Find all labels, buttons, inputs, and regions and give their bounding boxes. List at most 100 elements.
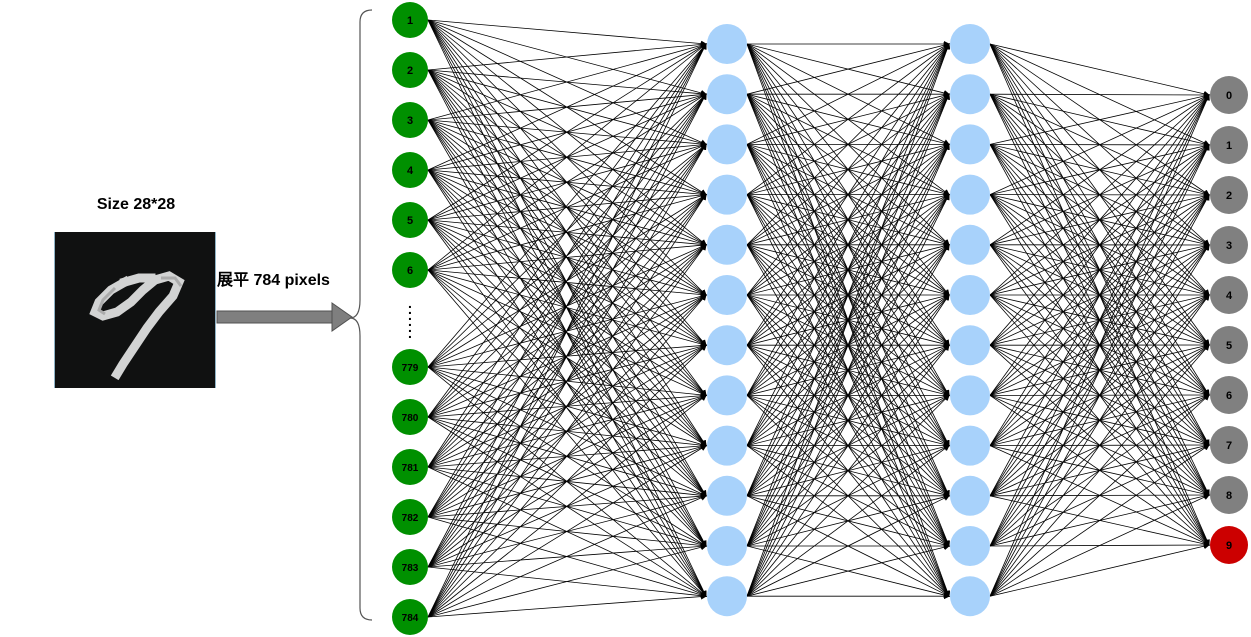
- input-node: 784: [392, 599, 428, 635]
- connection-hidden1-hidden2: [746, 43, 950, 195]
- connection-hidden1-hidden2: [746, 193, 950, 597]
- connection-input-hidden1: [427, 269, 707, 397]
- connection-hidden2-output: [989, 94, 1210, 446]
- connection-input-hidden1: [427, 269, 707, 447]
- input-node-circle: [392, 449, 428, 485]
- connection-hidden1-hidden2: [746, 43, 950, 547]
- connection-hidden1-hidden2: [746, 43, 950, 396]
- connection-hidden2-output: [989, 94, 1210, 346]
- connection-hidden2-output: [989, 94, 1210, 246]
- output-node-label: 3: [1226, 240, 1232, 252]
- hidden1-node: [707, 475, 747, 516]
- input-node-label: 781: [402, 463, 419, 474]
- digit-nine-glyph: [89, 271, 185, 381]
- input-node-circle: [392, 499, 428, 535]
- connection-hidden1-hidden2: [746, 43, 951, 597]
- output-node-label: 6: [1226, 390, 1232, 402]
- hidden1-node-circle: [707, 576, 747, 617]
- hidden2-node: [950, 576, 990, 617]
- hidden1-node-circle: [707, 475, 747, 516]
- output-node-label: 2: [1226, 190, 1232, 202]
- connection-hidden1-hidden2: [746, 43, 950, 346]
- hidden2-node-circle: [950, 275, 990, 315]
- input-node-label: 3: [407, 115, 413, 127]
- connection-hidden2-output: [989, 294, 1210, 597]
- connection-input-hidden1: [427, 43, 707, 418]
- connection-input-hidden1: [427, 193, 707, 618]
- connection-hidden1-hidden2: [746, 344, 950, 597]
- output-node: 9: [1210, 526, 1248, 564]
- output-node-circle: [1210, 526, 1248, 564]
- input-node-circle: [392, 349, 428, 385]
- output-node-label: 5: [1226, 340, 1232, 352]
- connection-input-hidden1: [427, 43, 707, 171]
- connection-hidden2-output: [989, 94, 1210, 195]
- input-node-label: 1: [407, 15, 413, 27]
- output-node-circle: [1210, 126, 1248, 164]
- input-node-circle: [392, 52, 428, 88]
- connection-input-hidden1: [427, 445, 707, 618]
- connection-hidden2-output: [989, 394, 1210, 597]
- input-node-circle: [392, 399, 428, 435]
- hidden2-node-circle: [950, 375, 990, 416]
- connection-hidden2-output: [989, 144, 1210, 597]
- connection-input-hidden1: [427, 269, 707, 298]
- hidden2-node: [950, 74, 990, 115]
- output-node-circle: [1210, 376, 1248, 414]
- connection-hidden2-output: [989, 94, 1210, 496]
- hidden1-node-circle: [707, 74, 747, 115]
- output-node-label: 7: [1226, 440, 1232, 452]
- hidden1-node-circle: [707, 174, 747, 215]
- hidden2-node-circle: [950, 24, 990, 64]
- connection-input-hidden1: [427, 344, 707, 618]
- output-node: 8: [1210, 476, 1248, 514]
- input-node-label: 780: [402, 413, 419, 424]
- connection-input-hidden1: [427, 269, 707, 497]
- hidden1-node: [707, 576, 747, 617]
- connection-input-hidden1: [427, 43, 707, 518]
- connection-input-hidden1: [427, 19, 707, 47]
- connection-input-hidden1: [427, 93, 707, 271]
- input-node: 5: [392, 202, 428, 238]
- hidden1-node: [707, 124, 747, 165]
- output-node-circle: [1210, 76, 1248, 114]
- input-node: 6: [392, 252, 428, 288]
- hidden1-node-circle: [707, 275, 747, 315]
- connection-input-hidden1: [427, 42, 707, 121]
- hidden1-node: [707, 275, 747, 315]
- input-node: 779: [392, 349, 428, 385]
- input-node: 1: [392, 2, 428, 38]
- output-node-label: 8: [1226, 490, 1232, 502]
- hidden2-node-circle: [950, 325, 990, 366]
- connection-input-hidden1: [427, 544, 707, 618]
- connection-input-hidden1: [427, 43, 707, 468]
- input-node: 782: [392, 499, 428, 535]
- hidden2-node: [950, 174, 990, 215]
- connection-input-hidden1: [427, 593, 707, 618]
- hidden1-node: [707, 174, 747, 215]
- output-node-label: 9: [1226, 540, 1232, 552]
- connection-hidden2-output: [989, 244, 1210, 597]
- hidden2-node: [950, 275, 990, 315]
- hidden1-node-circle: [707, 325, 747, 366]
- hidden1-node: [707, 24, 747, 64]
- hidden1-node: [707, 325, 747, 366]
- hidden1-node-circle: [707, 24, 747, 64]
- hidden1-node: [707, 375, 747, 416]
- hidden1-node-circle: [707, 425, 747, 466]
- connection-input-hidden1: [427, 242, 707, 271]
- connection-hidden1-hidden2: [746, 93, 950, 597]
- hidden2-node: [950, 224, 990, 265]
- input-node: 4: [392, 152, 428, 188]
- connection-hidden2-output: [989, 94, 1210, 547]
- input-node: 780: [392, 399, 428, 435]
- connection-hidden1-hidden2: [746, 495, 950, 597]
- connection-hidden1-hidden2: [746, 445, 950, 597]
- output-node-label: 4: [1226, 290, 1233, 302]
- hidden2-node: [950, 425, 990, 466]
- hidden2-node-circle: [950, 174, 990, 215]
- input-node-label: 783: [402, 563, 419, 574]
- connection-hidden1-hidden2: [746, 243, 950, 597]
- input-node-circle: [392, 2, 428, 38]
- input-node-circle: [392, 252, 428, 288]
